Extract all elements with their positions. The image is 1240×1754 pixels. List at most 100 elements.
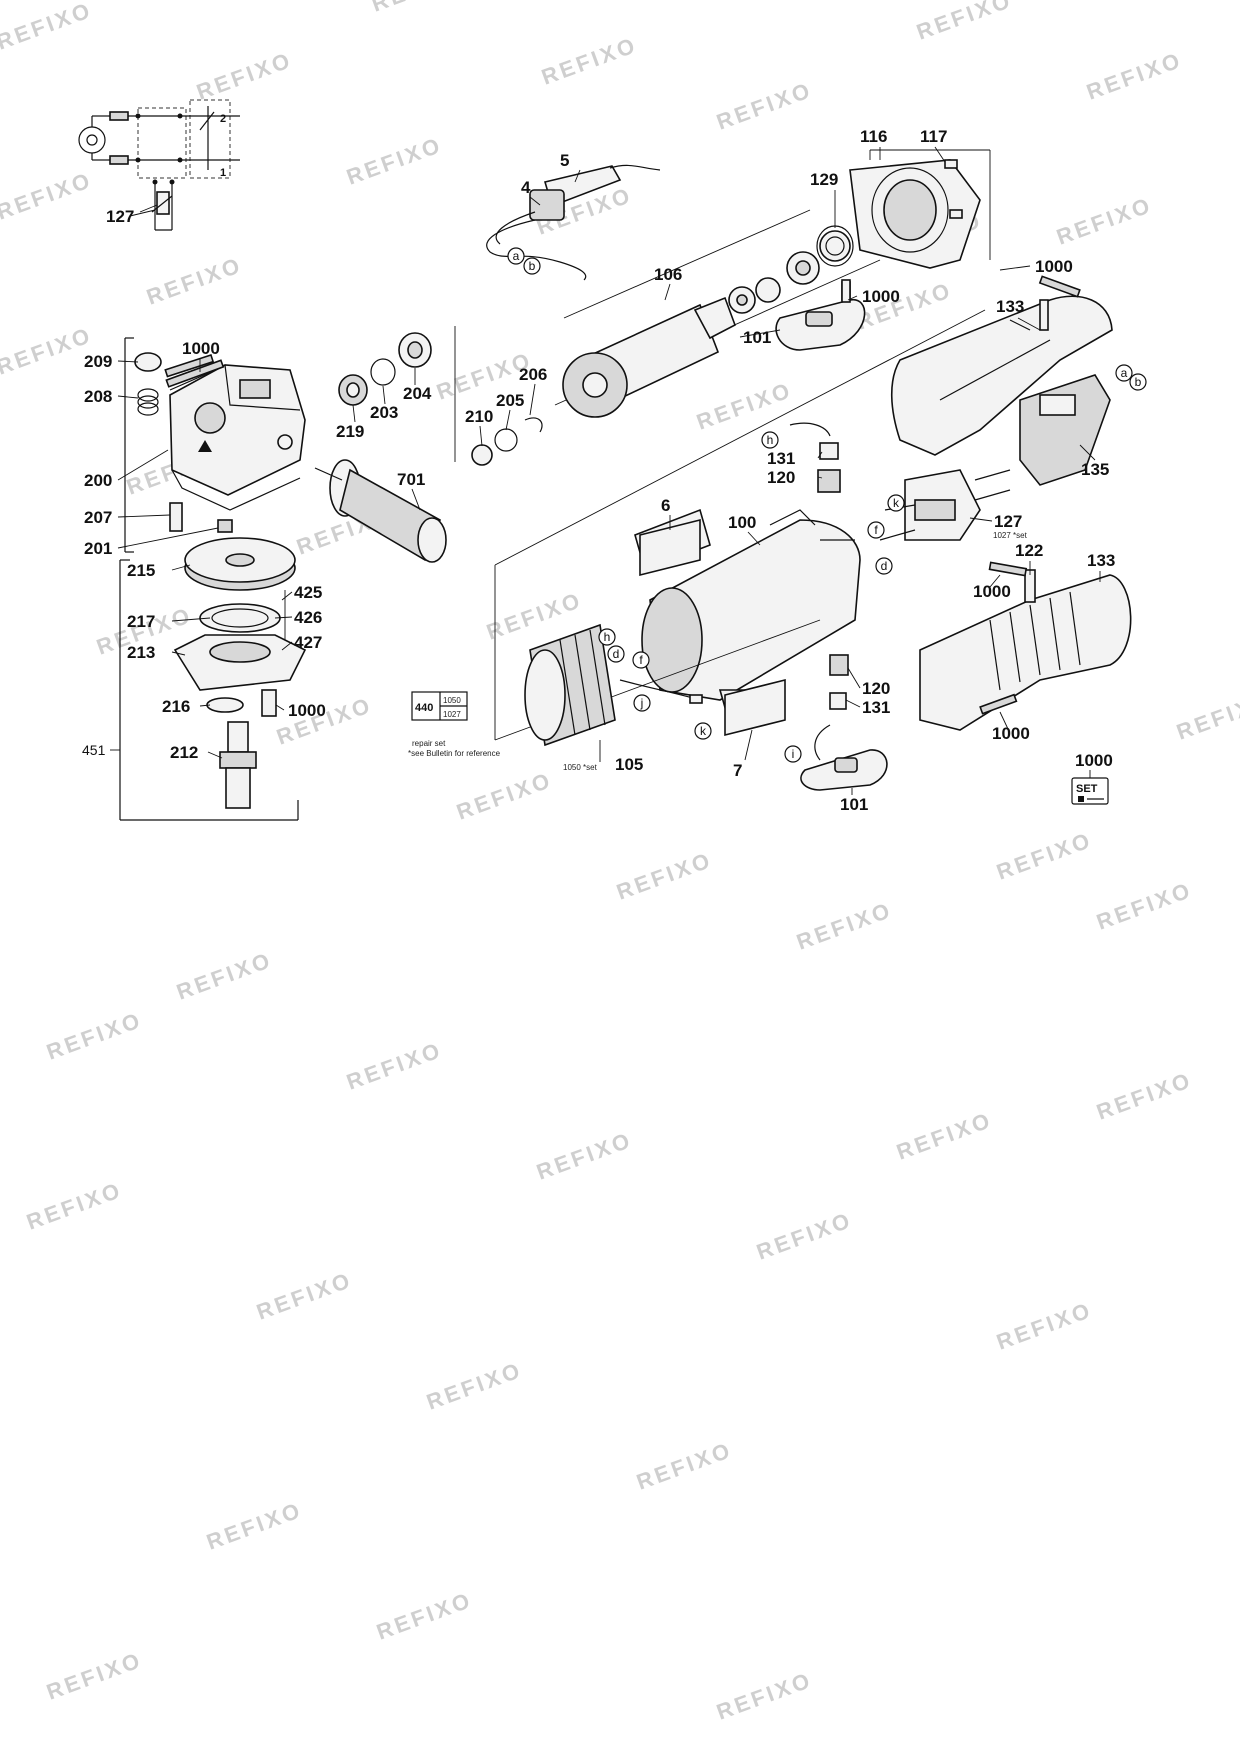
leader-line (739, 329, 781, 338)
leader-line (207, 751, 223, 759)
connector-letter: i (792, 747, 795, 761)
part-label: 427 (294, 633, 322, 652)
armature-assembly (471, 209, 881, 466)
connector-letter-h1: h (761, 431, 779, 449)
repair-set-box: 440 1050 1027 repair set *see Bulletin f… (408, 691, 501, 758)
connector-circle (875, 557, 893, 575)
part-label: 208 (84, 387, 112, 406)
part-label: 215 (127, 561, 155, 580)
leader-line (969, 517, 993, 522)
connector-letter-b1: b (523, 257, 541, 275)
watermark-text: REFIXO (993, 1297, 1095, 1355)
connector-letter: d (881, 559, 888, 573)
connector-circle (694, 722, 712, 740)
part-label: 200 (84, 471, 112, 490)
part-label: 1000 (182, 339, 220, 358)
wiring-schematic: 2 1 (78, 99, 240, 231)
leader-line (382, 385, 386, 405)
leader-line (1017, 317, 1041, 331)
leader-line (664, 283, 671, 301)
leader-line (281, 591, 293, 601)
connector-circle (607, 645, 625, 663)
gear-stack (119, 537, 307, 821)
repair-set-note: repair set (412, 739, 446, 748)
watermark-text: REFIXO (43, 1007, 145, 1065)
leader-line (847, 295, 858, 301)
leader-line (479, 425, 483, 447)
switch-lever (1019, 374, 1111, 486)
connector-letter-b2: b (1129, 373, 1147, 391)
leader-line (574, 169, 581, 183)
leader-line (199, 704, 211, 707)
side-handle (314, 459, 447, 563)
repair-box-bottom: 1027 (443, 710, 461, 719)
repair-box-main: 440 (415, 702, 433, 714)
connector-circle (761, 431, 779, 449)
connector-letter: f (639, 653, 643, 667)
watermark-text: REFIXO (423, 1357, 525, 1415)
watermark-text: REFIXO (0, 0, 96, 55)
watermark-text: REFIXO (193, 47, 295, 105)
leader-line (171, 651, 186, 656)
bulletin-note: *see Bulletin for reference (408, 749, 501, 758)
part-label: 210 (465, 407, 493, 426)
switch-cover-lower (800, 724, 888, 791)
spindle-bearings (338, 326, 456, 462)
part-label: 101 (743, 328, 771, 347)
part-label: 203 (370, 403, 398, 422)
handle-grip (919, 569, 1132, 731)
part-labels: 5 4 116 117 129 106 1000 1000 133 101 20… (82, 127, 1115, 814)
part-label: 425 (294, 583, 322, 602)
connector-circle (887, 494, 905, 512)
leader-line (171, 617, 211, 622)
part-label: 217 (127, 612, 155, 631)
connector-letter-h2: h (598, 628, 616, 646)
connector-letter: h (767, 433, 774, 447)
watermark-text: REFIXO (793, 897, 895, 955)
connector-circle (867, 521, 885, 539)
part-label: 105 (615, 755, 643, 774)
leader-line (281, 641, 293, 651)
part-label: 1000 (862, 287, 900, 306)
connector-circle (598, 628, 616, 646)
connector-circle (1129, 373, 1147, 391)
watermark-text: REFIXO (0, 167, 96, 225)
part-label: 116 (860, 127, 887, 146)
warning-label-sheets (639, 518, 786, 737)
watermark-text: REFIXO (343, 1037, 445, 1095)
watermark-text: REFIXO (0, 322, 96, 380)
leader-line (847, 667, 861, 689)
part-label: 100 (728, 513, 756, 532)
leader-line (817, 476, 823, 479)
part-label: 213 (127, 643, 155, 662)
part-label: 127 (106, 207, 134, 226)
part-label: 6 (661, 496, 670, 515)
connector-letter: a (513, 249, 520, 263)
leader-line (529, 196, 541, 206)
connector-letter-a2: a (1115, 364, 1133, 382)
power-cord (486, 164, 661, 281)
connector-circle (523, 257, 541, 275)
leader-line (747, 531, 761, 546)
part-label: 206 (519, 365, 547, 384)
connector-circle (1115, 364, 1133, 382)
part-label: 216 (162, 697, 190, 716)
leader-lines (110, 146, 1101, 795)
part-label: 201 (84, 539, 112, 558)
watermark-text: REFIXO (143, 252, 245, 310)
watermark-text: REFIXO (1093, 1067, 1195, 1125)
connector-circle (632, 651, 650, 669)
watermark-text: REFIXO (1173, 687, 1240, 745)
part-label: 7 (733, 761, 742, 780)
watermark-text: REFIXO (343, 132, 445, 190)
leader-line (411, 488, 421, 511)
part-label: 131 (767, 449, 795, 468)
part-label: 135 (1081, 460, 1109, 479)
part-label: 701 (397, 470, 425, 489)
set-note-1027: 1027 *set (993, 531, 1028, 540)
connector-circle (507, 247, 525, 265)
part-label: 1000 (1075, 751, 1113, 770)
part-label: 106 (654, 265, 682, 284)
leader-line (117, 449, 169, 481)
